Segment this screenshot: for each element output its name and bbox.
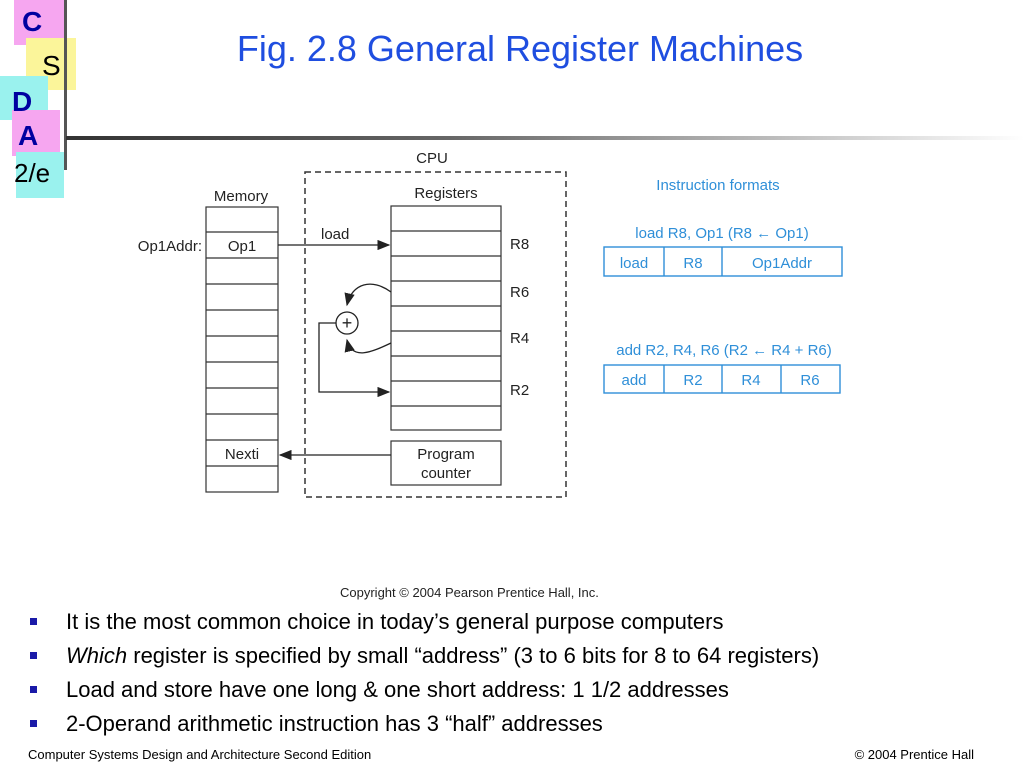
footer-book-title: Computer Systems Design and Architecture… bbox=[28, 747, 372, 762]
format2-field-r4: R4 bbox=[741, 372, 760, 389]
program-counter-line2: counter bbox=[421, 465, 471, 482]
page-title: Fig. 2.8 General Register Machines bbox=[236, 28, 804, 69]
adder-input-r4 bbox=[344, 338, 392, 354]
format1-field-r8: R8 bbox=[683, 255, 702, 272]
register-file bbox=[390, 205, 502, 431]
bullet-square-icon bbox=[30, 652, 37, 659]
format1-field-op: load bbox=[620, 255, 648, 272]
program-counter-box bbox=[390, 440, 502, 486]
logo-block-c bbox=[14, 0, 64, 45]
bullet-item: 2-Operand arithmetic instruction has 3 “… bbox=[28, 707, 819, 741]
bullet-square-icon bbox=[30, 618, 37, 625]
adder-output-r2 bbox=[318, 322, 391, 398]
format1-field-addr: Op1Addr bbox=[752, 255, 812, 272]
logo-block-a bbox=[12, 110, 60, 156]
title-rule bbox=[66, 136, 1024, 140]
format2-box bbox=[603, 364, 841, 394]
op1-cell: Op1 bbox=[228, 238, 256, 255]
bullet-text: register is specified by small “address”… bbox=[127, 643, 820, 668]
format2-field-op: add bbox=[621, 372, 646, 389]
adder-plus: + bbox=[342, 313, 353, 333]
load-label: load bbox=[321, 226, 349, 243]
register-machine-diagram: CPU Memory Op1Addr: Op1 Nexti Registers … bbox=[138, 150, 843, 498]
op1addr-label: Op1Addr: bbox=[138, 238, 202, 255]
footer-copyright: © 2004 Prentice Hall bbox=[854, 747, 974, 762]
program-counter-line1: Program bbox=[417, 446, 475, 463]
nexti-cell: Nexti bbox=[225, 446, 259, 463]
logo-letter-2e: 2/e bbox=[14, 158, 51, 188]
adder-input-r6 bbox=[344, 283, 392, 307]
bullet-item: Which register is specified by small “ad… bbox=[28, 639, 819, 673]
copyright-note: Copyright © 2004 Pearson Prentice Hall, … bbox=[340, 585, 599, 600]
reg-label-r6: R6 bbox=[510, 284, 529, 301]
format1-caption: load R8, Op1 (R8 ← Op1) bbox=[635, 225, 808, 242]
logo-letter-d: D bbox=[12, 86, 33, 117]
memory-label: Memory bbox=[214, 188, 269, 205]
reg-label-r8: R8 bbox=[510, 236, 529, 253]
logo-block-2e bbox=[16, 152, 64, 198]
bullet-square-icon bbox=[30, 720, 37, 727]
cpu-label: CPU bbox=[416, 150, 448, 167]
format1-box bbox=[603, 246, 843, 277]
registers-label: Registers bbox=[414, 185, 477, 202]
bullet-italic-text: Which bbox=[66, 643, 128, 668]
logo-letter-c: C bbox=[22, 6, 43, 37]
reg-label-r2: R2 bbox=[510, 382, 529, 399]
bullet-square-icon bbox=[30, 686, 37, 693]
cpu-box bbox=[304, 171, 567, 498]
bullet-text: It is the most common choice in today’s … bbox=[66, 609, 724, 634]
bullet-text: 2-Operand arithmetic instruction has 3 “… bbox=[66, 711, 603, 736]
logo-letter-s: S bbox=[42, 50, 61, 81]
bullet-item: Load and store have one long & one short… bbox=[28, 673, 819, 707]
format2-field-r2: R2 bbox=[683, 372, 702, 389]
logo-letter-a: A bbox=[18, 120, 39, 151]
reg-label-r4: R4 bbox=[510, 330, 529, 347]
format2-caption: add R2, R4, R6 (R2 ← R4 + R6) bbox=[616, 342, 832, 359]
memory-column bbox=[205, 206, 279, 493]
format2-field-r6: R6 bbox=[800, 372, 819, 389]
formats-title: Instruction formats bbox=[656, 177, 779, 194]
vertical-rule bbox=[64, 0, 67, 170]
bullet-list: It is the most common choice in today’s … bbox=[28, 605, 819, 741]
bullet-item: It is the most common choice in today’s … bbox=[28, 605, 819, 639]
bullet-text: Load and store have one long & one short… bbox=[66, 677, 729, 702]
